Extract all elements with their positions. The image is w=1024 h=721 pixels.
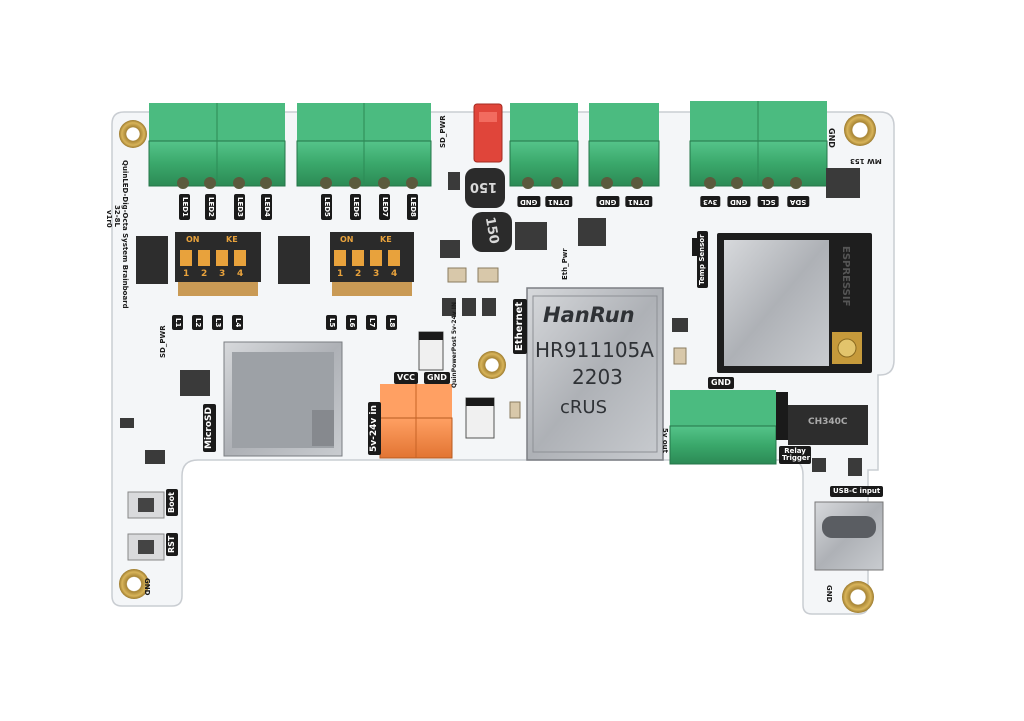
esp32-module (717, 233, 872, 373)
level-l1: L1 (172, 315, 183, 331)
power-post-label: QuinPowerPost 5v-24v IN (451, 301, 458, 388)
terminal-block-5v-out (669, 390, 777, 465)
inductors (465, 168, 512, 252)
ethernet-jack (526, 287, 664, 461)
led8-label: LED8 (407, 194, 418, 220)
gnd-label-top-right: GND (827, 128, 836, 148)
block-e-sda: SDA (787, 196, 810, 207)
block-e-3v3: 3v3 (700, 196, 721, 207)
block-e-scl: SCL (758, 196, 779, 207)
relay-header (776, 392, 788, 440)
terminal-block-c (509, 103, 579, 189)
block-d-gnd: GND (596, 196, 620, 207)
orange-power-terminal (379, 384, 453, 459)
block-d-dtn1: DTN1 (625, 196, 653, 207)
level-l8: L8 (386, 315, 397, 331)
board-version: 32-8L (113, 205, 121, 227)
dip2-n4: 4 (391, 269, 398, 279)
level-l7: L7 (366, 315, 377, 331)
led6-label: LED6 (350, 194, 361, 220)
tactile-buttons (127, 491, 165, 561)
tan-caps (447, 267, 687, 419)
led1-label: LED1 (179, 194, 190, 220)
dip1-ke-label: KE (226, 235, 238, 244)
usb-chip-label: CH340C (808, 417, 848, 427)
terminal-block-d (588, 103, 660, 189)
red-jumper (473, 103, 503, 163)
level-l3: L3 (212, 315, 223, 331)
rst-label: RST (166, 532, 178, 556)
dip1-n1: 1 (183, 269, 190, 279)
usb-c-port (814, 501, 884, 571)
gnd-5v-label: GND (708, 377, 734, 389)
board-name: QuinLED-Dig-Octa System Brainboard (121, 160, 129, 309)
level-l4: L4 (232, 315, 243, 331)
led5-label: LED5 (321, 194, 332, 220)
gnd-power-label: GND (424, 372, 450, 384)
relay-trigger-label: Relay Trigger (779, 446, 811, 464)
block-c-gnd: GND (517, 196, 541, 207)
electrolytic-caps (418, 331, 495, 439)
sd-pwr-label: SD_PWR (159, 325, 167, 358)
ethernet-date: 2203 (572, 365, 623, 389)
dip1-n4: 4 (237, 269, 244, 279)
espressif-label: ESPRESSIF (840, 246, 851, 307)
block-e-gnd: GND (727, 196, 751, 207)
level-shifter-chips (136, 236, 310, 284)
ethernet-brand: HanRun (543, 303, 635, 327)
block-c-dtn1: DTN1 (545, 196, 573, 207)
sd-pwr-top-label: SD_PWR (439, 115, 447, 148)
dip1-n2: 2 (201, 269, 208, 279)
smd-parts (120, 168, 862, 476)
mounting-holes (119, 114, 876, 613)
dip2-n3: 3 (373, 269, 380, 279)
board-revision: v1r0 (105, 210, 113, 228)
dip1-on-label: ON (186, 235, 200, 244)
dip2-ke-label: KE (380, 235, 392, 244)
dip2-on-label: ON (340, 235, 354, 244)
terminal-block-leds-a (148, 103, 286, 189)
vcc-label: VCC (394, 372, 418, 384)
ethernet-label: Ethernet (513, 298, 527, 354)
eth-pwr-label: Eth_Pwr (561, 248, 569, 280)
temp-sensor-label: Temp Sensor (697, 231, 708, 288)
microsd-slot (223, 341, 343, 457)
led4-label: LED4 (261, 194, 272, 220)
level-l6: L6 (346, 315, 357, 331)
level-l2: L2 (192, 315, 203, 331)
led7-label: LED7 (379, 194, 390, 220)
five-v-out-label: 5v out (661, 428, 669, 454)
gnd-bottom-right-label: GND (825, 585, 833, 603)
ethernet-model: HR911105A (535, 338, 654, 362)
dip1-n3: 3 (219, 269, 226, 279)
dip-switch-1 (175, 232, 261, 296)
level-l5: L5 (326, 315, 337, 331)
terminal-block-e (689, 101, 828, 189)
terminal-block-leds-b (296, 103, 432, 189)
boot-label: Boot (166, 489, 178, 516)
usb-c-input-label: USB-C input (830, 486, 884, 497)
mw-label: MW 153 (850, 157, 882, 165)
dip2-n2: 2 (355, 269, 362, 279)
usb-serial-chip (788, 405, 868, 445)
cert-mark: cRUS (560, 397, 608, 418)
dip-switch-2 (330, 232, 414, 296)
power-in-label: 5v-24v in (368, 402, 381, 455)
microsd-label: MicroSD (203, 404, 216, 452)
gnd-bottom-left-label: GND (143, 578, 151, 596)
led3-label: LED3 (234, 194, 245, 220)
led2-label: LED2 (205, 194, 216, 220)
inductor-1-label: 150 (470, 179, 498, 194)
dip2-n1: 1 (337, 269, 344, 279)
